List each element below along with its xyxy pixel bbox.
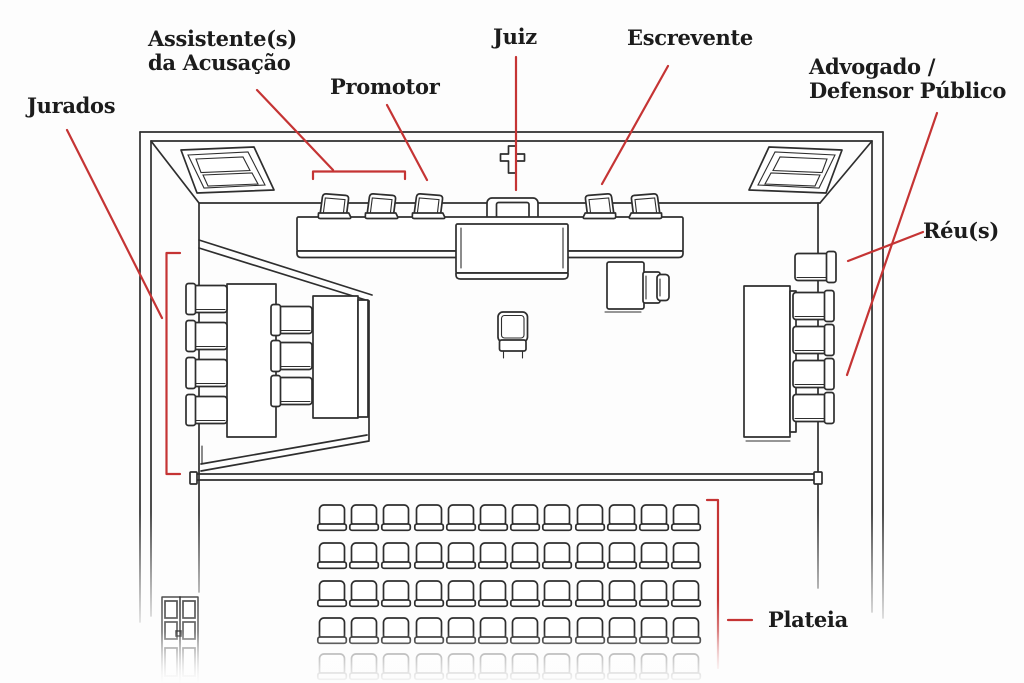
audience-row-3 bbox=[318, 581, 701, 606]
defendant-chair bbox=[794, 250, 837, 284]
label-advogado-defensor: Advogado / Defensor Público bbox=[809, 54, 1007, 103]
audience-row-2 bbox=[318, 543, 701, 568]
side-desk-chair bbox=[642, 271, 670, 304]
corner-window-right bbox=[748, 146, 843, 194]
label-jurados: Jurados bbox=[27, 93, 116, 118]
escrevente-chair-1 bbox=[582, 193, 617, 220]
escrevente-chairs bbox=[582, 193, 663, 220]
crucifix-icon bbox=[499, 145, 526, 174]
defense-chair-2 bbox=[792, 323, 835, 357]
judge-desk bbox=[455, 223, 569, 280]
assistant-chair-2 bbox=[364, 193, 399, 220]
audience-row-1 bbox=[318, 505, 701, 530]
label-juiz: Juiz bbox=[493, 24, 537, 49]
bar-railing bbox=[189, 471, 823, 485]
assistant-chair-1 bbox=[317, 193, 352, 220]
witness-chair bbox=[497, 311, 529, 359]
label-promotor: Promotor bbox=[330, 74, 440, 99]
jury-chair-1 bbox=[185, 282, 228, 316]
escrevente-chair-2 bbox=[628, 193, 663, 220]
jury-bench-back bbox=[226, 283, 277, 438]
label-escrevente: Escrevente bbox=[627, 25, 753, 50]
leader-line-jurados bbox=[65, 128, 164, 320]
prosecution-side-chairs bbox=[317, 193, 446, 220]
audience-row-4 bbox=[318, 618, 701, 643]
bracket-jurados bbox=[165, 251, 182, 476]
jury-chair-7 bbox=[270, 374, 313, 408]
defense-chairs bbox=[792, 250, 837, 425]
jury-box-platform bbox=[198, 239, 373, 472]
bracket-assistentes bbox=[311, 170, 407, 181]
jury-chair-6 bbox=[270, 339, 313, 373]
jury-chair-5 bbox=[270, 303, 313, 337]
defense-chair-1 bbox=[792, 289, 835, 323]
jury-bench-front bbox=[312, 295, 369, 419]
leader-line-escrevente bbox=[600, 64, 670, 186]
jury-chair-2 bbox=[185, 319, 228, 353]
label-assistentes-acusacao: Assistente(s) da Acusação bbox=[148, 26, 297, 75]
audience-row-5 bbox=[318, 654, 701, 679]
label-reus: Réu(s) bbox=[923, 218, 999, 243]
defense-chair-3 bbox=[792, 357, 835, 391]
leader-line-reus bbox=[846, 230, 925, 263]
defense-chair-4 bbox=[792, 391, 835, 425]
bracket-plateia bbox=[705, 498, 720, 670]
leader-line-promotor bbox=[385, 103, 429, 182]
entrance-door bbox=[161, 596, 199, 683]
leader-line-assistentes bbox=[255, 88, 335, 172]
defense-table bbox=[743, 285, 797, 442]
side-desk bbox=[604, 261, 645, 313]
jury-chair-3 bbox=[185, 356, 228, 390]
red-annotations bbox=[65, 55, 939, 670]
corner-window-left bbox=[180, 146, 275, 194]
promotor-chair bbox=[411, 193, 446, 220]
label-plateia: Plateia bbox=[768, 607, 848, 632]
audience-seating bbox=[318, 505, 701, 679]
jury-chair-4 bbox=[185, 393, 228, 427]
